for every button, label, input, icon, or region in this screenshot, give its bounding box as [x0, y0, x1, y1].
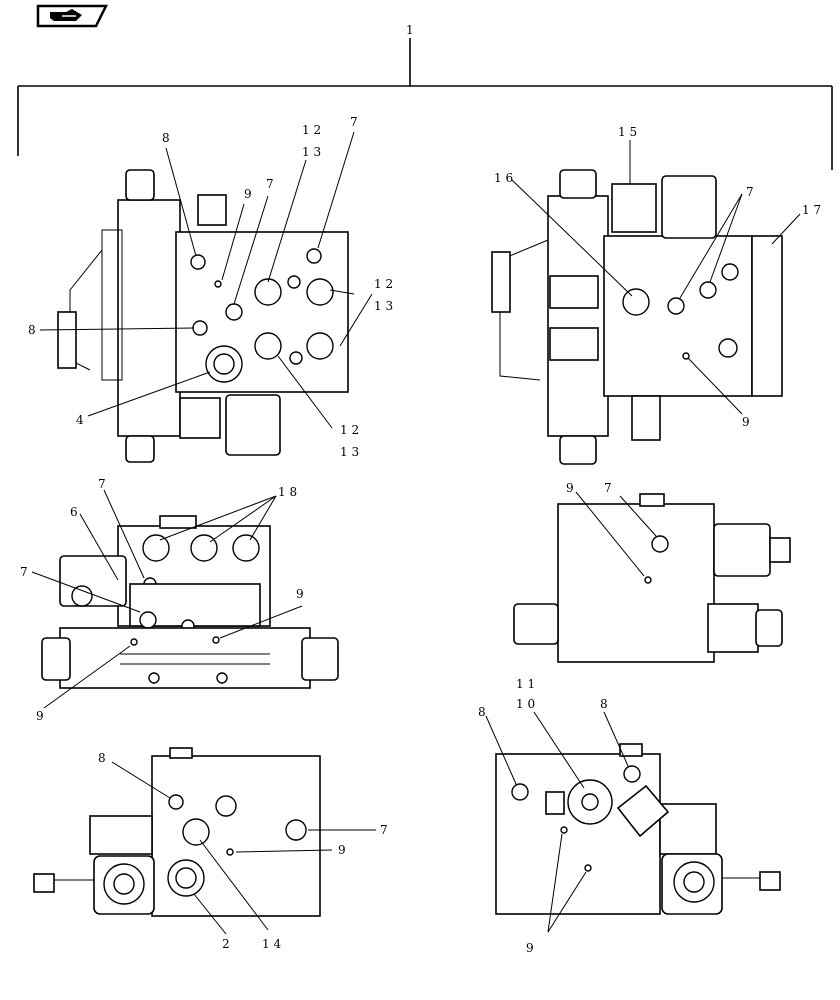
callout-11: 1 1: [516, 677, 535, 691]
callout-7: 7: [20, 565, 28, 579]
callout-9: 9: [338, 843, 346, 857]
callout-8: 8: [600, 697, 608, 711]
callout-6: 6: [70, 505, 78, 519]
callout-7: 7: [380, 823, 388, 837]
callout-8: 8: [478, 705, 486, 719]
callout-7: 7: [350, 115, 358, 129]
callout-9: 9: [244, 187, 252, 201]
callout-9: 9: [742, 415, 750, 429]
valve-view-top: [31, 489, 339, 709]
assembly-bracket: [17, 38, 833, 170]
callout-12: 1 2: [340, 423, 359, 437]
callout-7: 7: [266, 177, 274, 191]
callout-13: 1 3: [302, 145, 321, 159]
callout-4: 4: [76, 413, 84, 427]
callout-9: 9: [36, 709, 44, 723]
callout-9: 9: [566, 481, 574, 495]
callout-9: 9: [296, 587, 304, 601]
valve-view-front-left: [39, 131, 373, 463]
callout-10: 1 0: [516, 697, 535, 711]
callout-14: 1 4: [262, 937, 281, 951]
hand-pointing-icon: [36, 4, 108, 28]
callout-12: 1 2: [302, 123, 321, 137]
valve-view-side-right: [513, 491, 791, 663]
valve-view-front-right: [491, 140, 801, 465]
callout-13: 1 3: [340, 445, 359, 459]
callout-7: 7: [746, 185, 754, 199]
callout-7: 7: [98, 477, 106, 491]
valve-view-rear-left: [33, 747, 376, 935]
callout-13: 1 3: [374, 299, 393, 313]
nav-button[interactable]: [36, 4, 108, 28]
callout-15: 1 5: [618, 125, 637, 139]
callout-18: 1 8: [278, 485, 297, 499]
callout-12: 1 2: [374, 277, 393, 291]
callout-1: 1: [406, 23, 414, 37]
callout-8: 8: [98, 751, 106, 765]
callout-17: 1 7: [802, 203, 821, 217]
callout-9: 9: [526, 941, 534, 955]
valve-view-rear-right: [485, 711, 781, 933]
callout-7: 7: [604, 481, 612, 495]
callout-8: 8: [28, 323, 36, 337]
callout-8: 8: [162, 131, 170, 145]
callout-2: 2: [222, 937, 230, 951]
callout-16: 1 6: [494, 171, 513, 185]
